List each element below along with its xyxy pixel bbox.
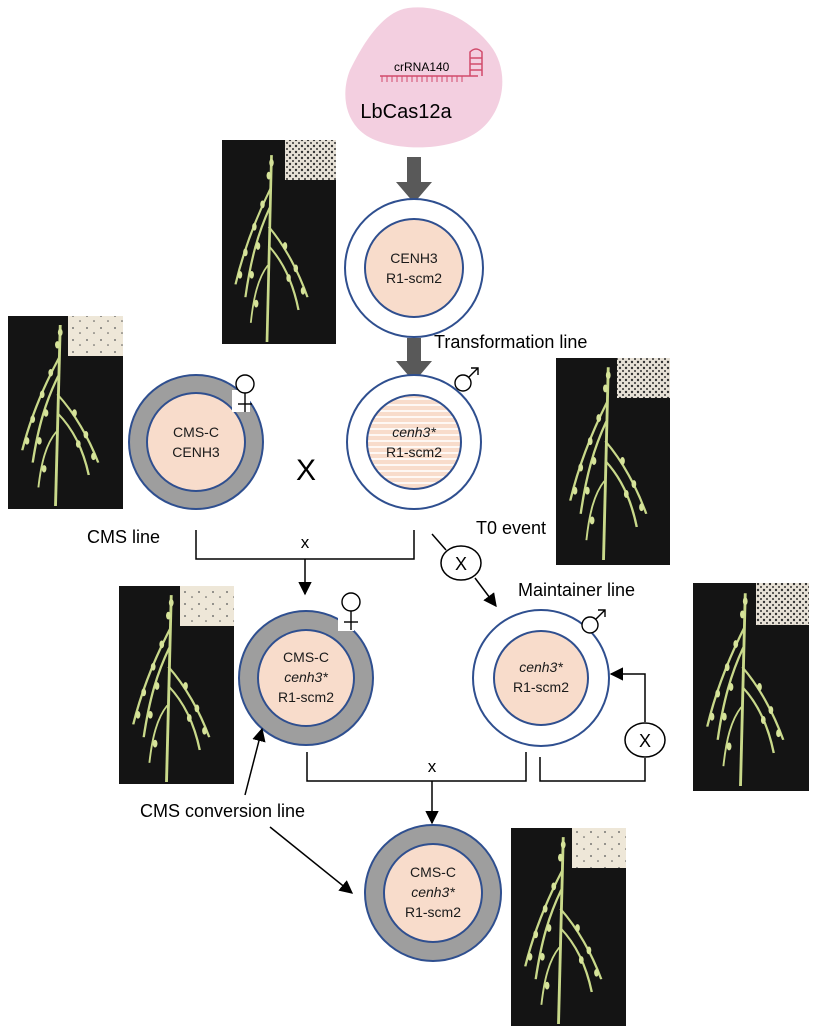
cell-transformation: CENH3 R1-scm2 [344, 198, 484, 338]
cell-t0: cenh3* R1-scm2 [346, 367, 482, 510]
male-symbol-icon [581, 609, 606, 634]
cell-maintainer: cenh3* R1-scm2 [472, 609, 610, 747]
cell-conversion: CMS-C cenh3* R1-scm2 [364, 824, 502, 962]
transformation-genotype-line2: R1-scm2 [386, 270, 442, 286]
block-arrow-down-2 [396, 338, 432, 382]
f1-genotype-line3: R1-scm2 [278, 689, 334, 705]
cell-f1: CMS-C cenh3* R1-scm2 [238, 592, 374, 746]
t0-genotype-line1: cenh3* [392, 424, 436, 440]
cms-genotype-line1: CMS-C [173, 424, 219, 440]
conversion-pointer-arrows [244, 727, 354, 894]
cross-bracket-1 [195, 530, 415, 596]
transformation-line-label: Transformation line [434, 332, 587, 352]
maintainer-line-label: Maintainer line [518, 580, 635, 600]
conversion-genotype-line1: CMS-C [410, 864, 456, 880]
f1-genotype-line2: cenh3* [284, 669, 328, 685]
self-symbol-1: X [455, 554, 467, 574]
plant-photo-t0 [556, 358, 670, 565]
cross-symbol-1: x [301, 533, 310, 552]
plant-photo-conversion [511, 828, 626, 1026]
female-symbol-icon [232, 374, 255, 412]
conversion-genotype-line2: cenh3* [411, 884, 455, 900]
t0-genotype-line2: R1-scm2 [386, 444, 442, 460]
crrna-label: crRNA140 [394, 60, 450, 74]
enzyme-name: LbCas12a [360, 101, 452, 123]
conversion-genotype-line3: R1-scm2 [405, 904, 461, 920]
t0-event-label: T0 event [476, 518, 546, 538]
cross-bracket-2 [306, 752, 527, 825]
crrna-hairpin-icon [380, 48, 483, 82]
cms-conversion-line-label: CMS conversion line [140, 801, 305, 821]
f1-genotype-line1: CMS-C [283, 649, 329, 665]
self-symbol-2: X [639, 731, 651, 751]
enzyme-blob [345, 7, 503, 148]
maintainer-genotype-line2: R1-scm2 [513, 679, 569, 695]
plant-photo-maintainer [693, 583, 809, 791]
cross-symbol-main: X [296, 454, 316, 487]
plant-photo-f1 [119, 586, 234, 784]
lbcas12a-enzyme: crRNA140 LbCas12a [345, 7, 503, 148]
male-symbol-icon [454, 367, 479, 392]
selfing-loop-maintainer [539, 667, 666, 782]
plant-photo-cms [8, 316, 123, 509]
maintainer-genotype-line1: cenh3* [519, 659, 563, 675]
plant-photo-transformation [222, 140, 336, 344]
cell-cms: CMS-C CENH3 [128, 374, 264, 510]
block-arrow-down-1 [396, 157, 432, 203]
transformation-genotype-line1: CENH3 [390, 250, 438, 266]
selfing-arrow-t0 [431, 533, 497, 608]
female-symbol-icon [338, 592, 361, 631]
cms-line-label: CMS line [87, 527, 160, 547]
cms-genotype-line2: CENH3 [172, 444, 220, 460]
cross-symbol-2: x [428, 757, 437, 776]
